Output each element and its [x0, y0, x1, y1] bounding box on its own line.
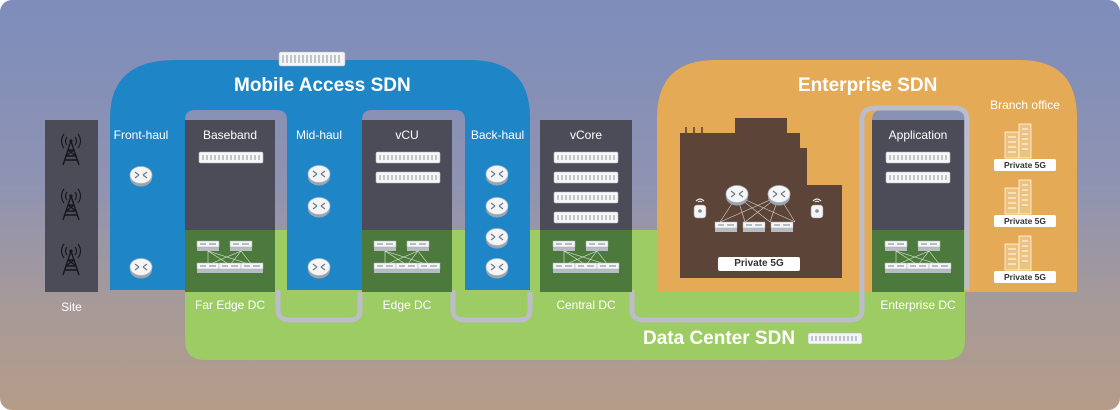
- mobile-dc-connector: [275, 290, 363, 323]
- far-edge-dc-label: Far Edge DC: [194, 298, 266, 312]
- branch-office-label: Branch office: [990, 98, 1060, 112]
- baseband-label: Baseband: [202, 128, 258, 142]
- vcu-label: vCU: [395, 128, 419, 142]
- baseband-panel: [185, 120, 275, 230]
- edge-dc-label: Edge DC: [382, 298, 432, 312]
- mid-haul-label: Mid-haul: [295, 128, 343, 142]
- branch-private-5g-tag-2: Private 5G: [994, 215, 1056, 227]
- edge-dc-panel: [362, 230, 452, 292]
- dc-sdn-controller-icon: [807, 332, 863, 345]
- central-dc-panel: [540, 230, 632, 292]
- far-edge-dc-panel: [185, 230, 275, 292]
- enterprise-campus-building: [680, 118, 842, 278]
- front-haul-label: Front-haul: [113, 128, 169, 142]
- mobile-access-sdn-label: Mobile Access SDN: [234, 75, 411, 96]
- enterprise-dc-label: Enterprise DC: [880, 298, 956, 312]
- sdn-controller-icon: [278, 51, 346, 67]
- enterprise-dc-panel: [872, 230, 964, 292]
- data-center-sdn-label: Data Center SDN: [643, 328, 796, 349]
- branch-private-5g-tag-3: Private 5G: [994, 271, 1056, 283]
- vcore-label: vCore: [569, 128, 602, 142]
- application-label: Application: [888, 128, 948, 142]
- branch-private-5g-tag-1: Private 5G: [994, 159, 1056, 171]
- site-label: Site: [61, 300, 82, 314]
- central-dc-label: Central DC: [556, 298, 616, 312]
- enterprise-sdn-label: Enterprise SDN: [798, 75, 938, 96]
- campus-private-5g-tag: Private 5G: [718, 257, 800, 271]
- back-haul-label: Back-haul: [470, 128, 525, 142]
- enterprise-dc-connector: [629, 105, 970, 323]
